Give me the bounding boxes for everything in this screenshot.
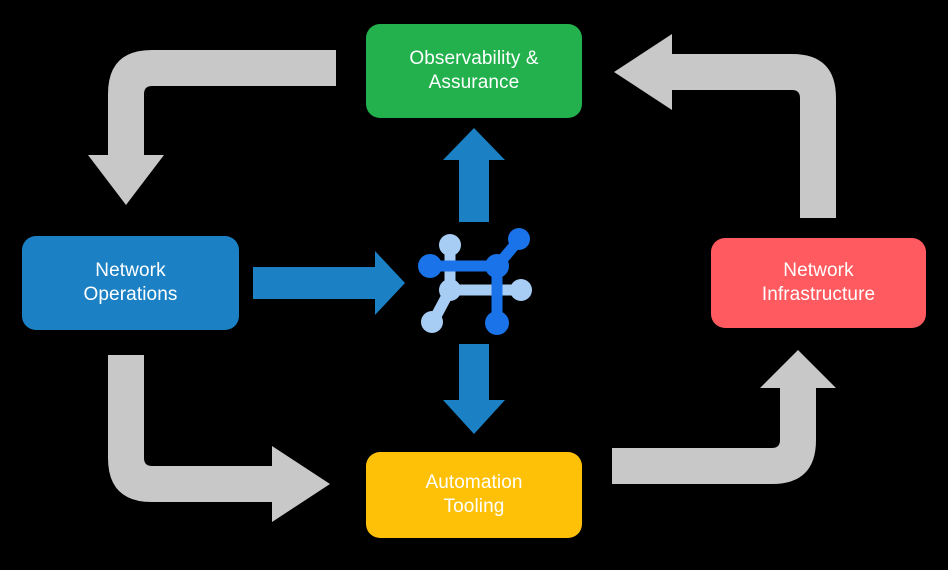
node-network-infrastructure[interactable]: Network Infrastructure <box>711 238 926 328</box>
node-observability-assurance[interactable]: Observability & Assurance <box>366 24 582 118</box>
node-network-infrastructure-label: Network Infrastructure <box>761 259 876 305</box>
connector-center-to-automation <box>443 344 505 434</box>
node-automation-tooling[interactable]: Automation Tooling <box>366 452 582 538</box>
connector-observability-to-operations <box>88 50 336 205</box>
connector-center-to-observability <box>443 128 505 222</box>
node-observability-label: Observability & Assurance <box>409 47 539 93</box>
node-network-operations-label: Network Operations <box>83 259 178 305</box>
connector-infrastructure-to-observability <box>614 34 836 218</box>
connector-automation-to-infrastructure <box>612 350 836 484</box>
node-automation-tooling-label: Automation Tooling <box>425 471 523 517</box>
node-network-operations[interactable]: Network Operations <box>22 236 239 330</box>
connector-operations-to-center <box>253 251 405 315</box>
connector-operations-to-automation <box>108 355 330 522</box>
